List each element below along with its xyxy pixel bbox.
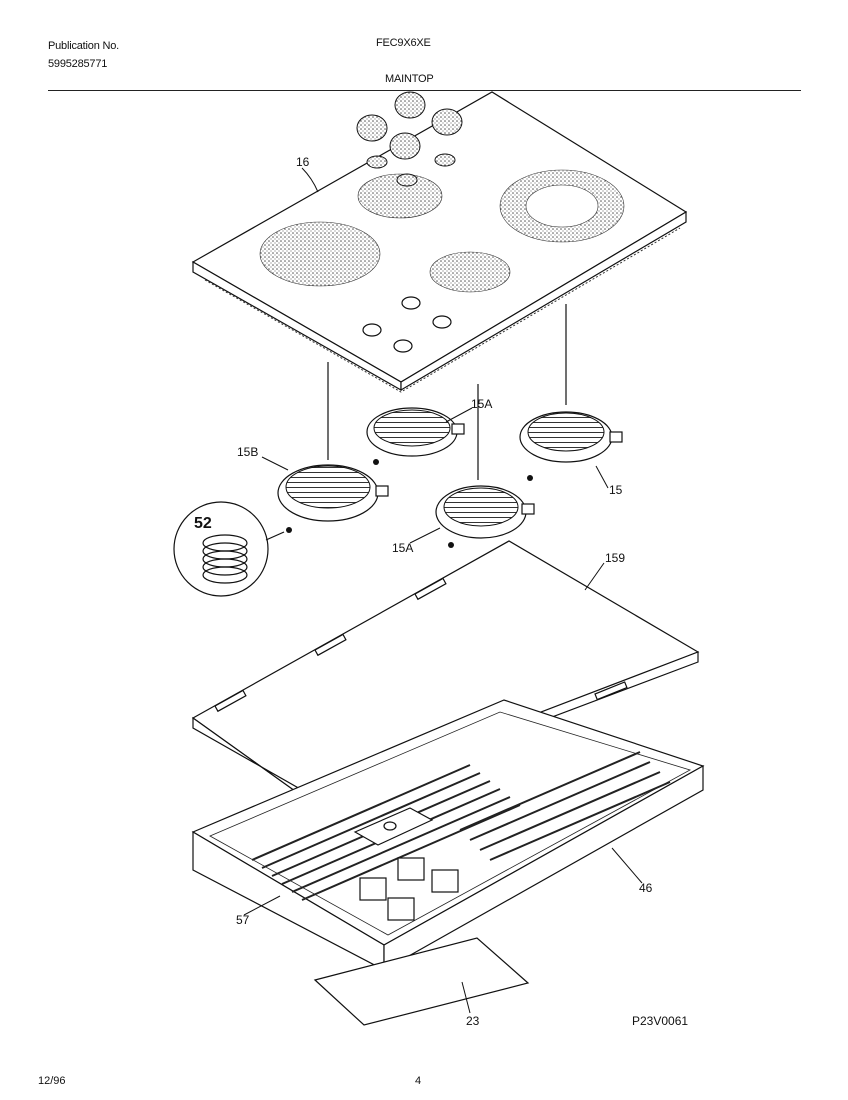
- callout-23: 23: [466, 1014, 480, 1028]
- callout-159: 159: [605, 551, 625, 565]
- element-15A-front: [435, 485, 535, 548]
- element-15: [519, 411, 623, 481]
- page-number: 4: [415, 1075, 422, 1087]
- knob: [389, 132, 421, 160]
- callout-15: 15: [609, 483, 623, 497]
- knob: [431, 108, 463, 136]
- callout-57: 57: [236, 913, 250, 927]
- knob-ring: [396, 173, 418, 187]
- spring-clip-icon: [202, 534, 248, 584]
- model-number: FEC9X6XE: [376, 37, 431, 49]
- callout-15A-top: 15A: [471, 397, 492, 411]
- element-15A-rear: [366, 407, 465, 465]
- knob-hole: [362, 323, 382, 337]
- detail-inset-52: [173, 501, 285, 597]
- drawing-id: P23V0061: [632, 1014, 688, 1028]
- maintop-glass: [191, 91, 688, 393]
- knob-ring: [366, 155, 388, 169]
- element-15B: [277, 464, 389, 533]
- footer-date: 12/96: [38, 1075, 66, 1087]
- knob-hole: [401, 296, 421, 310]
- section-title: MAINTOP: [385, 73, 434, 85]
- insulation-pad-23: [313, 937, 530, 1026]
- publication-label: Publication No.: [48, 40, 119, 52]
- knob-hole: [432, 315, 452, 329]
- knob-hole: [393, 339, 413, 353]
- burner-box-46: [191, 699, 705, 972]
- cooking-zone-left-rear: [259, 221, 381, 287]
- cooking-zone-warmer: [357, 173, 443, 219]
- header-rule: [48, 90, 801, 91]
- control-knobs: [356, 91, 463, 187]
- callout-52: 52: [194, 515, 212, 532]
- callout-15A-bottom: 15A: [392, 541, 413, 555]
- callout-46: 46: [639, 881, 653, 895]
- callout-16: 16: [296, 155, 310, 169]
- infinite-switch: [359, 857, 459, 921]
- cooking-zone-center-small: [429, 251, 511, 293]
- publication-number: 5995285771: [48, 58, 108, 70]
- leader-lines: [243, 167, 643, 1014]
- callout-15B: 15B: [237, 445, 258, 459]
- knob: [356, 114, 388, 142]
- knob-ring: [434, 153, 456, 167]
- knob: [394, 91, 426, 119]
